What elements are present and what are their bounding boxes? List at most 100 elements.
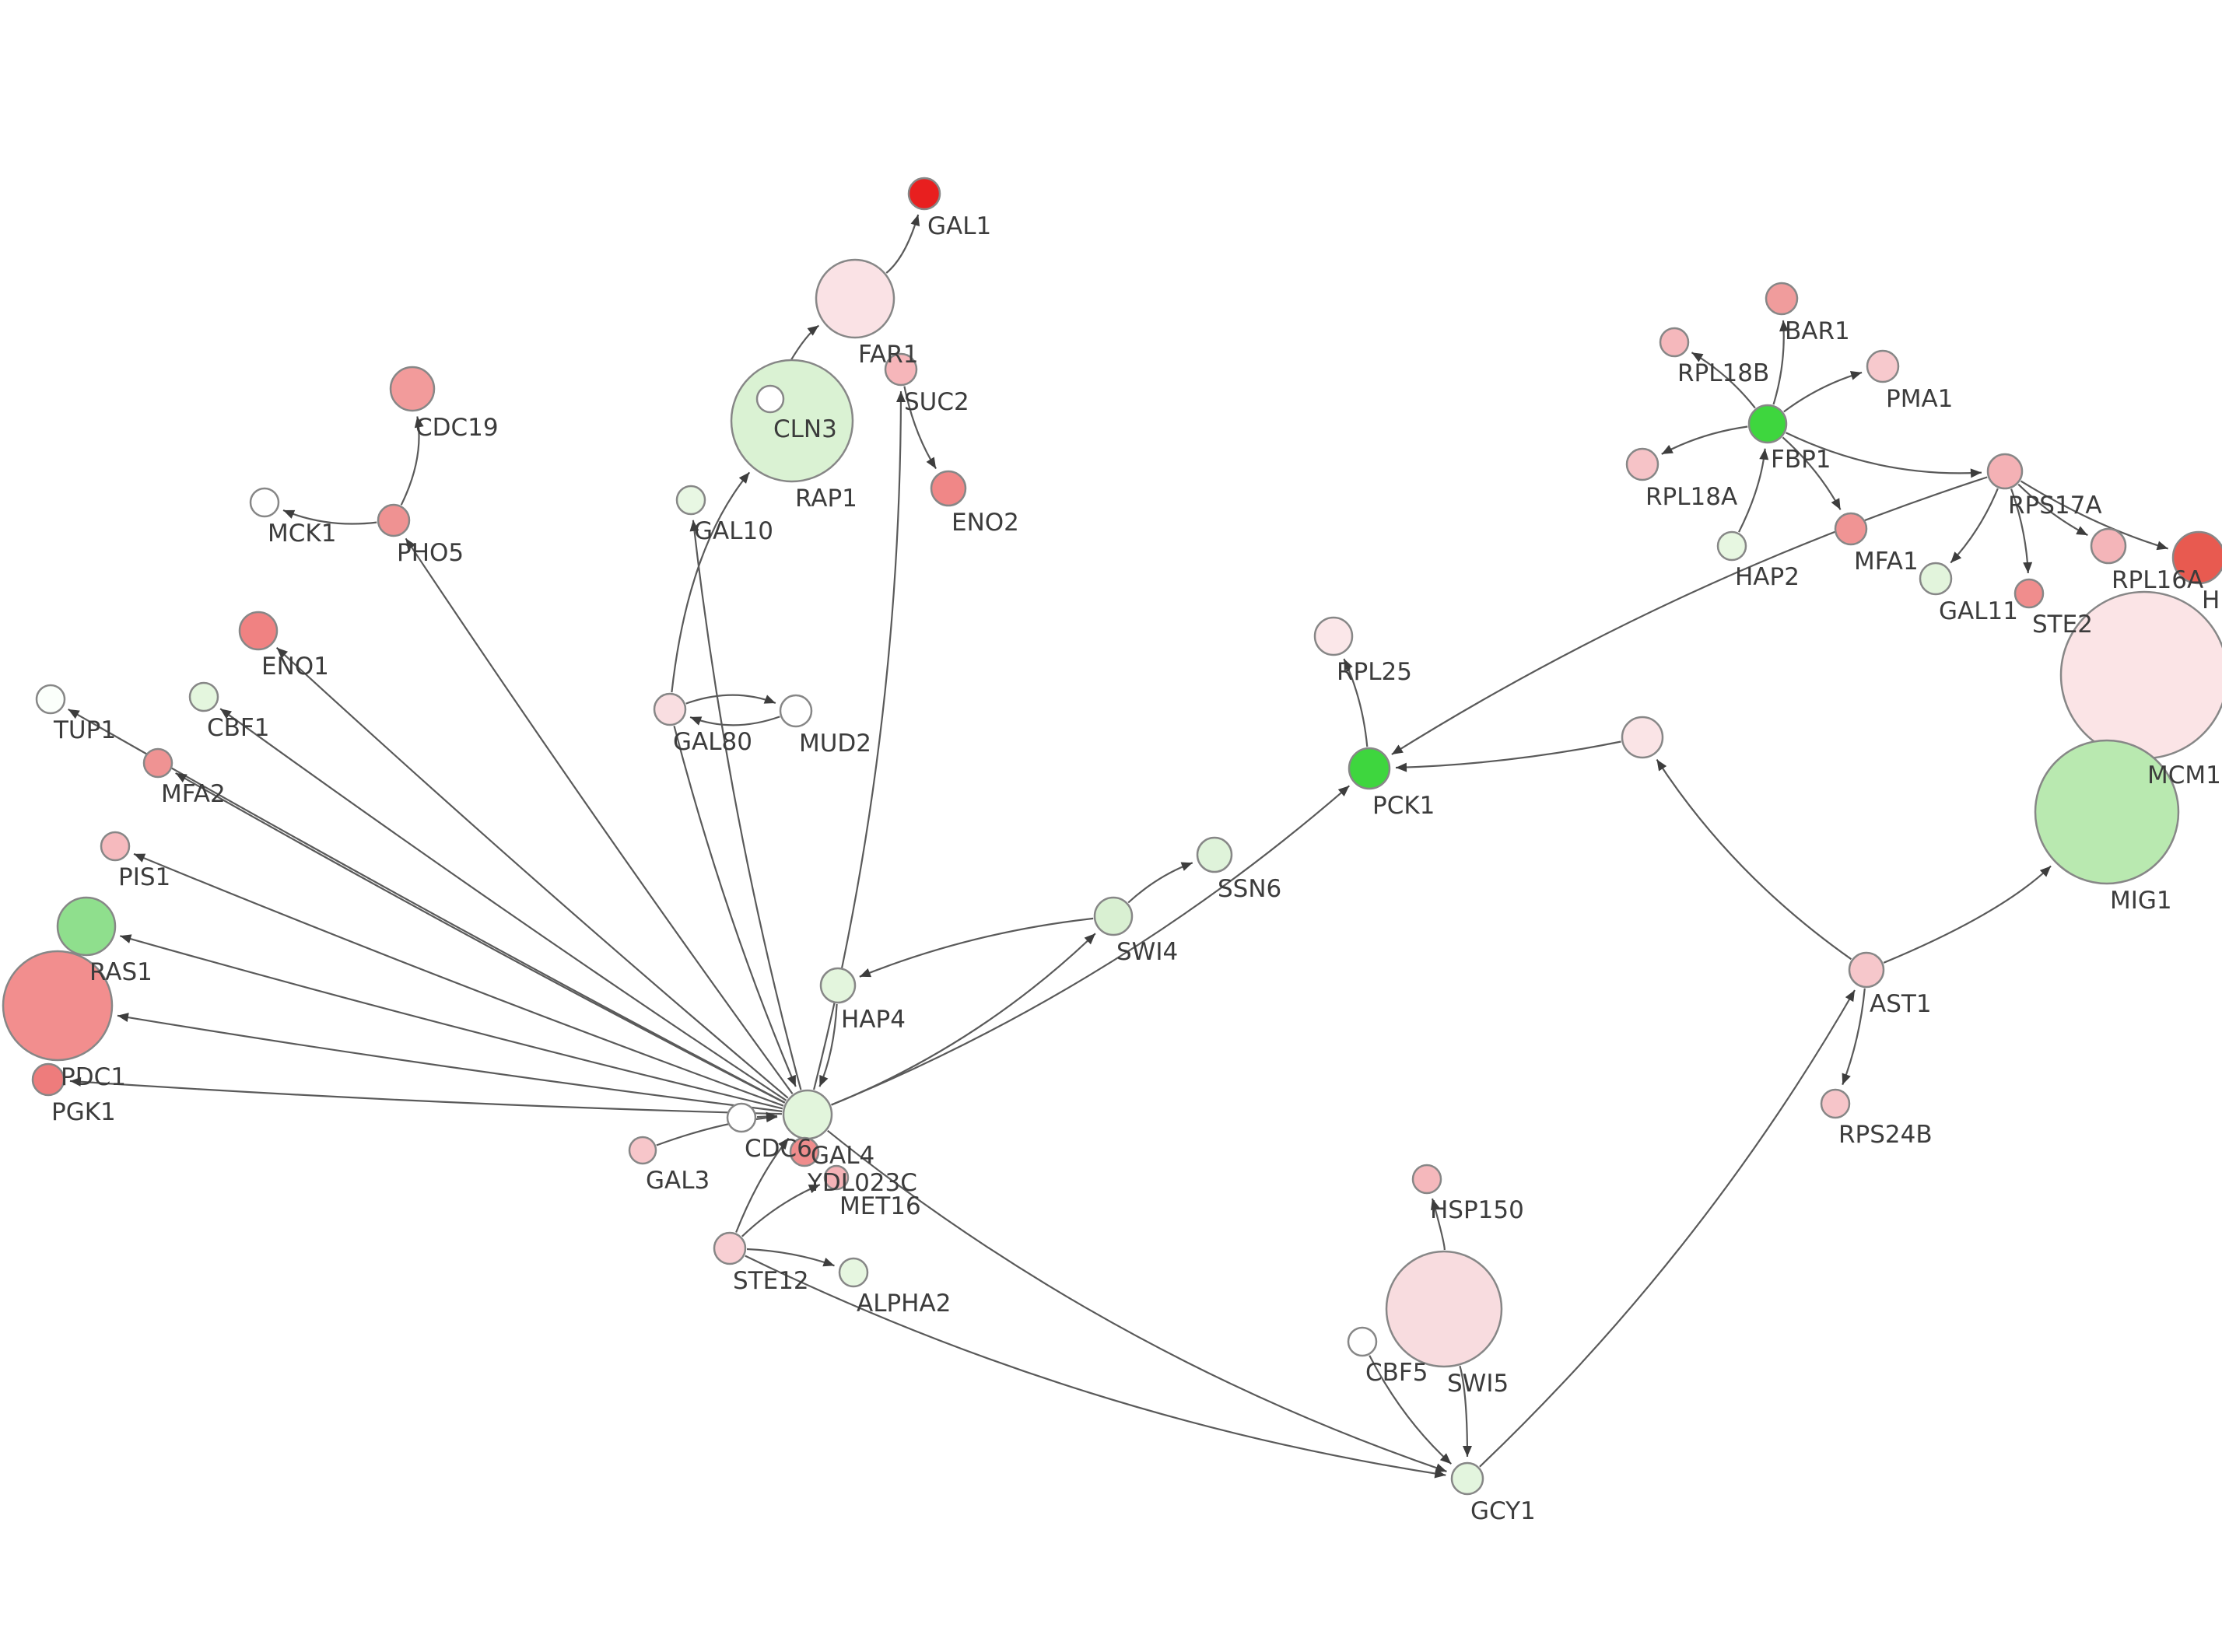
node-rpl16a[interactable] xyxy=(2090,527,2127,565)
edge-fbp1-bar1[interactable] xyxy=(1772,320,1789,405)
node-mud2[interactable] xyxy=(779,694,813,728)
node-mck1[interactable] xyxy=(249,487,280,518)
edge-ast1-rps24b[interactable] xyxy=(1842,988,1866,1086)
node-ste12[interactable] xyxy=(713,1231,747,1265)
node-eno2[interactable] xyxy=(930,470,967,507)
edge-gal4-gcy1[interactable] xyxy=(827,1129,1447,1473)
edge-gal4-pho5[interactable] xyxy=(405,537,794,1094)
edge-unlabeled-pck1[interactable] xyxy=(1395,740,1621,772)
edge-ste12-gcy1[interactable] xyxy=(745,1255,1446,1479)
edge-swi4-ssn6[interactable] xyxy=(1127,862,1193,904)
node-swi4[interactable] xyxy=(1093,896,1134,936)
edge-fbp1-rpl18a[interactable] xyxy=(1661,425,1748,455)
node-gcy1[interactable] xyxy=(1450,1461,1484,1496)
node-cdc6[interactable] xyxy=(726,1102,757,1133)
node-his4[interactable] xyxy=(2171,530,2222,585)
edge-gcy1-ast1[interactable] xyxy=(1479,989,1856,1468)
edge-gal4-pck1[interactable] xyxy=(831,785,1351,1106)
node-rpl18a[interactable] xyxy=(1625,447,1659,481)
edge-swi5-hsp150[interactable] xyxy=(1430,1198,1446,1251)
edge-pho5-cdc19[interactable] xyxy=(400,416,424,506)
node-rps24b[interactable] xyxy=(1820,1088,1851,1119)
edge-gal4-pdc1[interactable] xyxy=(117,1013,783,1112)
node-pdc1[interactable] xyxy=(2,950,114,1062)
edge-ste12-alpha2[interactable] xyxy=(746,1248,835,1267)
node-unlabeled[interactable] xyxy=(1621,716,1664,759)
node-rpl25[interactable] xyxy=(1313,616,1354,656)
node-cbf1[interactable] xyxy=(188,681,219,712)
node-suc2[interactable] xyxy=(884,352,918,387)
node-pho5[interactable] xyxy=(377,503,411,537)
node-pma1[interactable] xyxy=(1866,349,1900,383)
edge-gal4-pgk1[interactable] xyxy=(69,1076,783,1115)
node-gal1[interactable] xyxy=(907,177,941,211)
node-gal10[interactable] xyxy=(675,485,706,516)
edge-rps17a-ste2[interactable] xyxy=(2010,488,2033,574)
node-gal80[interactable] xyxy=(653,692,687,726)
node-hap2[interactable] xyxy=(1716,530,1747,562)
edge-gal4-tup1[interactable] xyxy=(68,708,786,1104)
node-pgk1[interactable] xyxy=(31,1062,65,1097)
node-ast1[interactable] xyxy=(1848,951,1885,989)
edge-rps17a-gal11[interactable] xyxy=(1950,488,1999,564)
node-tup1[interactable] xyxy=(35,684,66,715)
edge-gal80-mud2[interactable] xyxy=(685,694,776,705)
node-gal4[interactable] xyxy=(782,1089,833,1140)
node-rpl18b[interactable] xyxy=(1659,327,1690,358)
node-cbf5[interactable] xyxy=(1347,1326,1378,1357)
edge-cdc6-gal4[interactable] xyxy=(756,1111,778,1122)
node-met16[interactable] xyxy=(823,1164,850,1191)
edge-gal4-eno1[interactable] xyxy=(275,646,789,1099)
edge-swi5-gcy1[interactable] xyxy=(1459,1365,1472,1458)
edge-rps17a-his4[interactable] xyxy=(2020,480,2169,551)
node-bar1[interactable] xyxy=(1765,282,1799,316)
edge-ast1-unlabeled[interactable] xyxy=(1656,758,1852,961)
node-gal3[interactable] xyxy=(628,1136,657,1165)
node-ydl023c[interactable] xyxy=(789,1136,820,1167)
edge-gal80-rap1[interactable] xyxy=(671,471,751,693)
edge-ste12-gal4[interactable] xyxy=(735,1137,790,1233)
edge-ast1-mig1[interactable] xyxy=(1883,865,2052,964)
node-alpha2[interactable] xyxy=(838,1257,869,1288)
node-mig1[interactable] xyxy=(2034,739,2180,885)
edge-ste12-met16[interactable] xyxy=(741,1184,821,1237)
node-hsp150[interactable] xyxy=(1411,1164,1442,1195)
edge-fbp1-rps17a[interactable] xyxy=(1785,432,1982,478)
node-mfa2[interactable] xyxy=(142,747,173,779)
edge-mud2-gal80[interactable] xyxy=(689,716,780,726)
node-far1[interactable] xyxy=(815,258,895,339)
edge-rps17a-pck1[interactable] xyxy=(1391,476,1988,755)
node-cln3[interactable] xyxy=(755,384,785,414)
edge-rps17a-rpl16a[interactable] xyxy=(2017,483,2088,537)
node-ssn6[interactable] xyxy=(1196,836,1233,873)
node-ras1[interactable] xyxy=(56,896,117,957)
edge-hap2-fbp1[interactable] xyxy=(1738,448,1769,533)
edge-fbp1-rpl18b[interactable] xyxy=(1691,352,1756,409)
edge-hap4-gal4[interactable] xyxy=(818,1003,838,1087)
node-swi5[interactable] xyxy=(1385,1250,1503,1368)
edge-swi4-hap4[interactable] xyxy=(859,917,1094,978)
edge-gal4-pis1[interactable] xyxy=(133,852,784,1107)
edge-gal4-gal10[interactable] xyxy=(689,520,802,1090)
edge-pck1-rpl25[interactable] xyxy=(1343,658,1369,747)
edge-fbp1-pma1[interactable] xyxy=(1783,371,1863,413)
edge-gal80-gal4[interactable] xyxy=(673,726,797,1087)
node-mfa1[interactable] xyxy=(1834,512,1868,546)
edge-gal3-gal4[interactable] xyxy=(656,1113,778,1146)
edge-cbf5-gcy1[interactable] xyxy=(1369,1355,1453,1465)
edge-pho5-mck1[interactable] xyxy=(282,509,377,525)
node-gal11[interactable] xyxy=(1919,562,1953,596)
node-fbp1[interactable] xyxy=(1747,404,1788,444)
node-pck1[interactable] xyxy=(1348,747,1391,790)
node-cdc19[interactable] xyxy=(389,366,436,412)
node-eno1[interactable] xyxy=(238,611,279,651)
node-hap4[interactable] xyxy=(819,967,857,1004)
edge-fbp1-mfa1[interactable] xyxy=(1782,436,1842,510)
edge-far1-gal1[interactable] xyxy=(885,214,920,274)
edge-gal4-ras1[interactable] xyxy=(120,934,783,1110)
node-pis1[interactable] xyxy=(100,831,131,862)
node-ste2[interactable] xyxy=(2013,578,2045,609)
edge-gal4-cbf1[interactable] xyxy=(219,708,787,1101)
edge-suc2-eno2[interactable] xyxy=(903,386,938,470)
